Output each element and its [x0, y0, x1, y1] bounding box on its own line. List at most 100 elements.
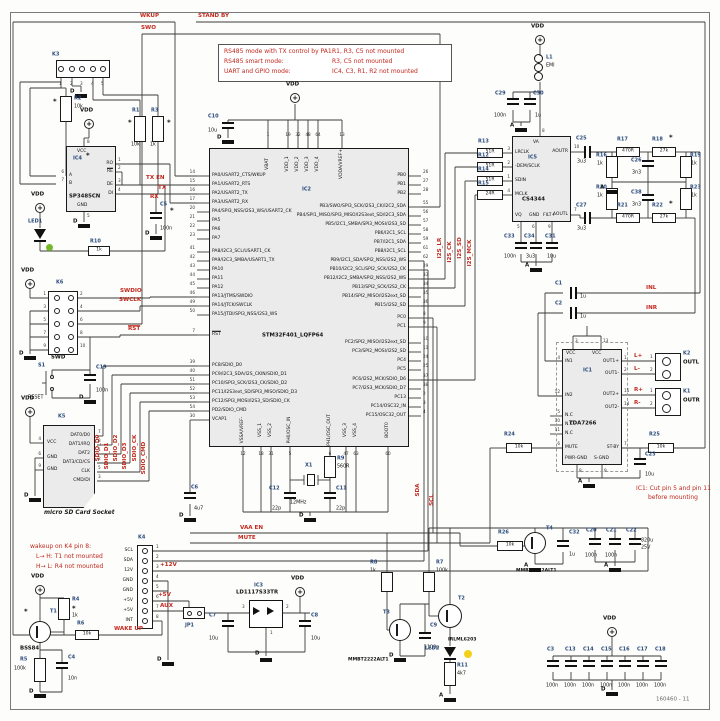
pin-label-pc7-i2s3-mck-sdio-d7: PC7/I2S3_MCK/SDIO_D7	[352, 385, 406, 391]
value-label-1u: 1u	[569, 552, 576, 558]
led-triangle-icon	[34, 229, 46, 239]
pin-label-pb13-spi2-sck-i2s2-ck: PB13/SPI2_SCK/I2S2_CK	[352, 284, 406, 290]
ref-label-c16: C16	[619, 646, 630, 653]
resistor-body	[60, 96, 72, 122]
led-triangle-icon	[444, 647, 456, 657]
value-label-3u3: 3u3	[577, 226, 587, 232]
net-label-tx: TX	[158, 185, 167, 192]
ref-label-c31: C31	[545, 233, 556, 240]
label-vdd: VDD	[291, 575, 305, 582]
value-label-24r: 24R	[485, 191, 495, 197]
capacitor-plate	[184, 497, 196, 500]
resistor-body	[680, 188, 692, 210]
pin-number-57: 57	[423, 217, 429, 223]
resistor-body	[152, 116, 164, 142]
pin-number-6: 6	[557, 440, 560, 446]
pin-number-23: 23	[189, 231, 195, 237]
resistor-body	[477, 162, 503, 172]
pin-number-7: 7	[574, 206, 577, 212]
pin-number-55: 55	[423, 199, 429, 205]
pin-number-59: 59	[423, 235, 429, 241]
pin-number-51: 51	[189, 376, 195, 382]
pin-number-49: 49	[189, 298, 195, 304]
pin-number-4: 4	[156, 573, 159, 579]
capacitor-plate	[284, 497, 296, 500]
net-label-l+: L+	[634, 353, 643, 360]
pin-number-32: 32	[295, 131, 301, 137]
resistor-body	[497, 541, 523, 551]
capacitor-plate	[56, 667, 68, 670]
connector-pin	[58, 66, 64, 72]
ref-label-r7: R7	[436, 559, 444, 566]
ref-label-x1: X1	[305, 462, 313, 469]
pin-label-vcap1: VCAP1	[212, 416, 227, 422]
capacitor-plate	[565, 665, 577, 668]
connector-pin	[142, 558, 148, 564]
resistor-body	[134, 116, 146, 142]
vdd-symbol: +	[607, 627, 617, 637]
inductor-coil-icon	[534, 54, 543, 63]
ref-label-r2: R2	[74, 95, 82, 102]
ref-label-c13: C13	[565, 646, 576, 653]
pin-number-1: 1	[270, 629, 273, 635]
pin-label-gnd: GND	[122, 577, 133, 583]
resistor-body	[616, 147, 640, 157]
ref-label-k2: K2	[683, 350, 691, 357]
ref-label-c5: C5	[160, 201, 168, 208]
capacitor-plate	[530, 242, 542, 245]
ground-label-a: A	[604, 562, 609, 569]
pin-number-4: 4	[557, 354, 560, 360]
ref-label-r16: R16	[596, 152, 607, 159]
capacitor-plate	[589, 543, 601, 546]
capacitor-plate	[619, 665, 631, 668]
connector-pin	[54, 347, 60, 353]
resistor-body	[652, 147, 676, 157]
net-label-sdio-ck: SDIO_CK	[132, 434, 139, 462]
ref-label-ic5: IC5	[528, 154, 538, 161]
connector-pin	[90, 66, 96, 72]
ref-label-led1: LED1	[28, 218, 43, 225]
connector-pin	[186, 610, 192, 616]
pin-label-scl: SCL	[124, 547, 133, 553]
pin-number-3: 3	[242, 603, 245, 609]
pin-label-vss-1: VSS_1	[257, 423, 263, 437]
pin-label-vcc: VCC	[47, 439, 57, 445]
pin-number-34: 34	[423, 280, 429, 286]
pin-number-28: 28	[423, 186, 429, 192]
pin-number-1: 1	[98, 446, 101, 452]
pin-number-33: 33	[423, 271, 429, 277]
ic-body	[209, 148, 409, 447]
pin-number-9: 9	[38, 462, 41, 468]
asterisk-sym: *	[72, 604, 76, 613]
ref-label-r19: R19	[690, 152, 701, 159]
connector-pin	[54, 295, 60, 301]
capacitor-plate	[546, 247, 558, 250]
pin-label-pc6-i2s2-mck-sdio-d6: PC6/I2S2_MCK/SDIO_D6	[352, 376, 406, 382]
pin-number-5: 5	[43, 316, 46, 322]
pin-label-vss-4: VSS_4	[352, 423, 358, 437]
note-mode1-value: R1, R3, C5 not mounted	[332, 48, 405, 55]
value-label-100n: 100n	[605, 553, 618, 559]
ref-label-c22: C22	[626, 527, 637, 534]
net-label-sdio-d1: SDIO_D1	[104, 442, 111, 470]
value-label-10u: 10u	[547, 254, 557, 260]
pin-label-dat0-d0: DAT0/D0	[70, 432, 90, 438]
pin-label-de: DE	[106, 181, 113, 187]
vdd-symbol: +	[25, 407, 35, 417]
pin-number-5: 5	[156, 583, 159, 589]
pin-number-2: 2	[423, 390, 426, 396]
connector-pin	[68, 321, 74, 327]
pin-label-pb5-i2c1-smba-spi3-mosi-i2s3-sd: PB5/I2C1_SMBA/SPI3_MOSI/I2S3_SD	[325, 221, 406, 227]
pin-label-pa13-jtms-swdio: PA13/JTMS/SWDIO	[212, 293, 253, 299]
pin-label-pa0-usart2-cts-wkup: PA0/USART2_CTS/WKUP	[212, 172, 266, 178]
ground-label-a: A	[439, 692, 444, 699]
pin-label-pa7: PA7	[212, 235, 221, 241]
ref-label-ic4: IC4	[73, 155, 83, 162]
resistor-body	[506, 443, 532, 453]
ref-label-s1: S1	[38, 362, 46, 369]
value-label-100n: 100n	[636, 683, 649, 689]
ref-label-c19: C19	[96, 364, 107, 371]
net-label-+5v: +5V	[158, 592, 171, 599]
ref-label-ic3: IC3	[254, 582, 264, 589]
